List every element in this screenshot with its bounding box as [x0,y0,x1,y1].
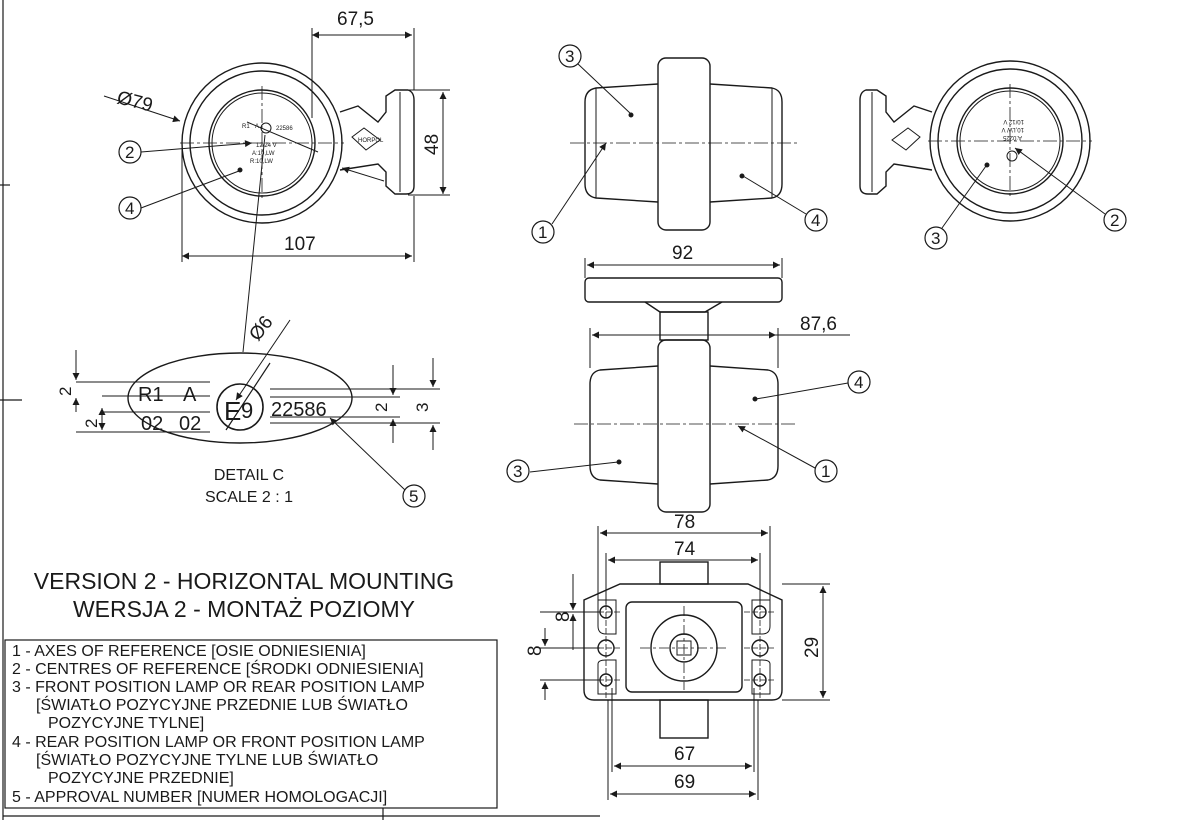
dim-detail-row1: 2 [56,387,75,396]
callout-3-rear: 3 [931,229,940,248]
callout-3-side: 3 [565,47,574,66]
top-view-labels: 92 87,6 [672,243,837,335]
title-line-2: WERSJA 2 - MONTAŻ POZIOMY [73,596,415,622]
callout-2-rear: 2 [1110,211,1119,230]
detail-a: A [183,384,197,406]
side-view [570,57,800,231]
detail-e-mark: E [224,396,241,426]
top-view-callouts [506,370,871,483]
top-view [574,277,796,513]
legend-item-4: 4 - REAR POSITION LAMP OR FRONT POSITION… [12,734,425,751]
callout-5-detail: 5 [409,487,418,506]
callout-1-top: 1 [821,462,830,481]
dim-front-width: 67,5 [337,9,374,30]
dim-bottom-inner: 74 [674,539,696,560]
detail-c-callout [402,484,426,508]
detail-e-number: 9 [241,398,253,423]
legend-item-1: 1 - AXES OF REFERENCE [OSIE ODNIESIENIA] [12,643,366,660]
dim-detail-approval: 2 [372,403,391,412]
lens-r1: R1 [242,124,250,130]
dim-hole-pitch-1: 8 [553,611,574,622]
legend-item-3-pl: [ŚWIATŁO POZYCYJNE PRZEDNIE LUB ŚWIATŁO [36,695,408,714]
lens-line-3: R:10,LW [250,159,273,165]
svg-text:HORPOL: HORPOL [358,138,384,144]
lens-code: 22586 [276,126,293,132]
dim-hole-pitch-2: 8 [525,645,546,656]
dim-bottom-outer: 78 [674,512,695,533]
detail-r1: R1 [138,384,164,406]
lens-line-1: 12/24 V [256,143,277,149]
dim-front-height: 48 [422,134,443,155]
sheet-border [0,0,600,820]
legend-item-5: 5 - APPROVAL NUMBER [NUMER HOMOLOGACJI] [12,789,387,806]
detail-approval: 22586 [271,399,327,421]
dim-top-width: 92 [672,243,693,264]
bottom-view [583,561,783,739]
callout-4-side: 4 [811,211,820,230]
rear-lens-line-2: 10,LW V [1001,126,1024,132]
title-line-1: VERSION 2 - HORIZONTAL MOUNTING [34,568,454,594]
detail-title: DETAIL C [214,467,284,484]
front-lens-markings: R1 A 22586 12/24 V A:10,LW R:10,LW [242,124,293,165]
dim-detail-row2: 2 [82,419,101,428]
front-view: HORPOL [180,62,415,224]
callout-2-front: 2 [125,143,134,162]
legend-item-4-pl-2: POZYCYJNE PRZEDNIE] [48,770,234,787]
side-view-callouts [531,44,828,244]
callout-3-top: 3 [513,462,522,481]
dim-detail-e9: 3 [413,403,432,412]
legend-item-4-pl: [ŚWIATŁO POZYCYJNE TYLNE LUB ŚWIATŁO [36,750,378,769]
rear-lens-markings: 10/12 V 10,LW V A:0225 [1001,118,1024,140]
dim-top-depth: 87,6 [800,314,837,335]
dim-bottom-holes-inner: 67 [674,744,695,765]
detail-code-right: 02 [179,413,201,435]
rear-lens-line-3: A:0225 [1002,134,1022,140]
legend-item-3: 3 - FRONT POSITION LAMP OR REAR POSITION… [12,679,425,696]
rear-lens-line-1: 10/12 V [1003,118,1024,124]
rear-view-leaders [941,147,1106,229]
front-view-dimensions [103,28,450,353]
callout-1-side: 1 [538,223,547,242]
detail-scale: SCALE 2 : 1 [205,489,293,506]
dim-bottom-holes-outer: 69 [674,772,695,793]
detail-c [127,352,353,444]
legend-box [4,639,498,809]
callout-4-front: 4 [125,199,134,218]
top-view-dimensions [529,258,850,473]
front-view-labels: 67,5 Ø79 107 48 [115,9,443,255]
dim-bottom-height: 29 [802,637,823,658]
bottom-view-labels: 78 74 67 69 29 8 8 [525,512,823,793]
rear-view [859,60,1092,222]
legend-item-2: 2 - CENTRES OF REFERENCE [ŚRODKI ODNIESI… [12,659,424,678]
rear-view-callouts [924,208,1127,250]
front-view-callouts [118,140,142,220]
dim-front-total: 107 [284,234,316,255]
detail-code-left: 02 [141,413,163,435]
dim-front-diameter: Ø79 [115,87,155,116]
dim-detail-diameter: Ø6 [245,312,277,345]
bottom-view-dimensions [540,526,830,800]
detail-c-dimensions [72,319,440,491]
side-view-leaders [551,63,807,225]
callout-4-top: 4 [854,373,863,392]
legend-item-3-pl-2: POZYCYJNE TYLNE] [48,715,204,732]
legend: 1 - AXES OF REFERENCE [OSIE ODNIESIENIA]… [12,643,425,806]
lens-a: A [255,124,259,130]
